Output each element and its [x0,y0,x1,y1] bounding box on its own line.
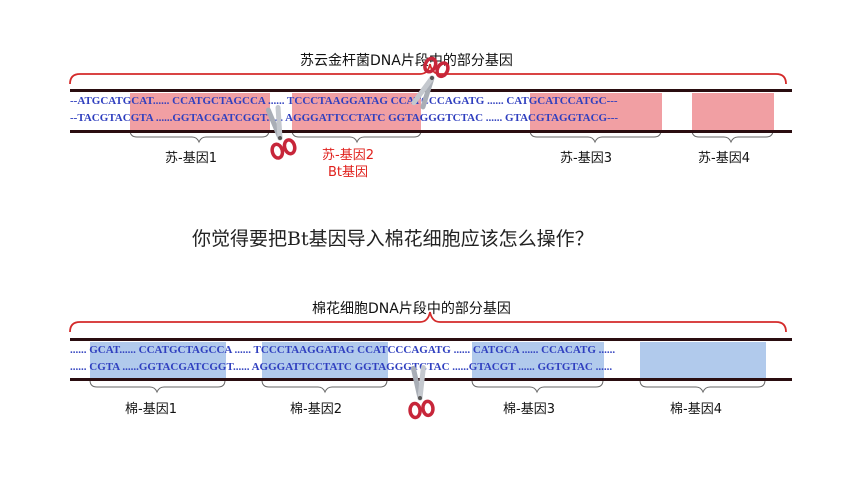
top-gene1-bracket [129,129,270,144]
bottom-gene3-bracket [471,379,604,394]
top-gene2-label: 苏-基因2 Bt基因 [322,147,374,181]
bottom-highlight-gene2 [262,342,388,379]
top-gene2-bracket [291,129,422,144]
bottom-gene1-bracket [89,379,226,394]
top-highlight-gene3 [530,93,662,130]
top-gene1-label: 苏-基因1 [165,151,217,166]
bottom-gene1-label: 棉-基因1 [125,402,177,417]
bottom-strand-bar-lower [70,378,792,381]
bottom-gene2-bracket [261,379,388,394]
bottom-highlight-gene4 [640,342,766,379]
top-brace [69,63,787,85]
top-highlight-gene4 [692,93,774,130]
bottom-highlight-gene1 [90,342,226,379]
top-gene4-label: 苏-基因4 [698,151,750,166]
scissors-icon [406,367,433,418]
scissors-icon [262,106,297,159]
bottom-sequence-line1: ...... GCAT...... CCATGCTAGCCA ...... TC… [70,344,616,356]
bottom-gene3-label: 棉-基因3 [503,402,555,417]
top-highlight-gene1 [130,93,270,130]
bottom-title: 棉花细胞DNA片段中的部分基因 [312,301,511,317]
bottom-sequence-line2: ...... CGTA ......GGTACGATCGGT...... AGG… [70,361,613,373]
top-gene3-bracket [529,129,662,144]
bottom-brace [69,311,787,333]
top-highlight-gene2 [292,93,421,130]
bottom-gene4-bracket [639,379,766,394]
top-gene4-bracket [691,129,774,144]
top-sequence-line1: --ATGCATGCAT...... CCATGCTAGCCA ...... T… [70,95,618,107]
top-strand-bar-lower [70,130,792,133]
top-gene2-label-sub: Bt基因 [327,165,368,180]
top-strand-bar-upper [70,89,792,92]
scissors-icon [408,56,450,110]
top-gene2-label-main: 苏-基因2 [322,148,374,163]
top-sequence-line2: --TACGTACGTA ......GGTACGATCGGT...... AG… [70,112,619,124]
bottom-gene4-label: 棉-基因4 [670,402,722,417]
bottom-highlight-gene3 [472,342,604,379]
top-title: 苏云金杆菌DNA片段中的部分基因 [300,53,513,69]
question-text: 你觉得要把Bt基因导入棉花细胞应该怎么操作？ [192,228,594,250]
bottom-strand-bar-upper [70,338,792,341]
bottom-gene2-label: 棉-基因2 [290,402,342,417]
top-gene3-label: 苏-基因3 [560,151,612,166]
